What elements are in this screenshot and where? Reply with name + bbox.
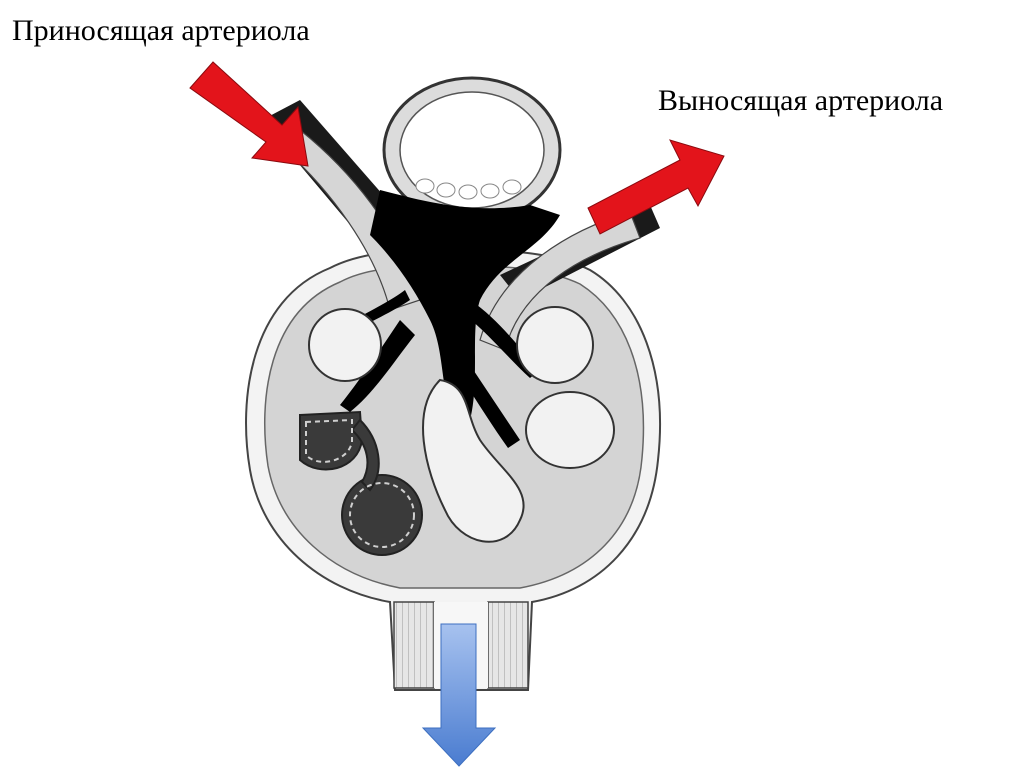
afferent-arrow-icon: [189, 61, 309, 167]
urine-flow-arrow-icon: [421, 623, 497, 767]
capillary-network: [340, 190, 560, 448]
afferent-arteriole-label: Приносящая артериола: [12, 14, 310, 47]
dark-cells: [299, 410, 423, 556]
efferent-arteriole-label: Выносящая артериола: [658, 84, 944, 117]
capillary-loops: [308, 306, 615, 543]
efferent-arrow-icon: [587, 139, 725, 235]
efferent-arteriole-vessel: [479, 205, 660, 351]
